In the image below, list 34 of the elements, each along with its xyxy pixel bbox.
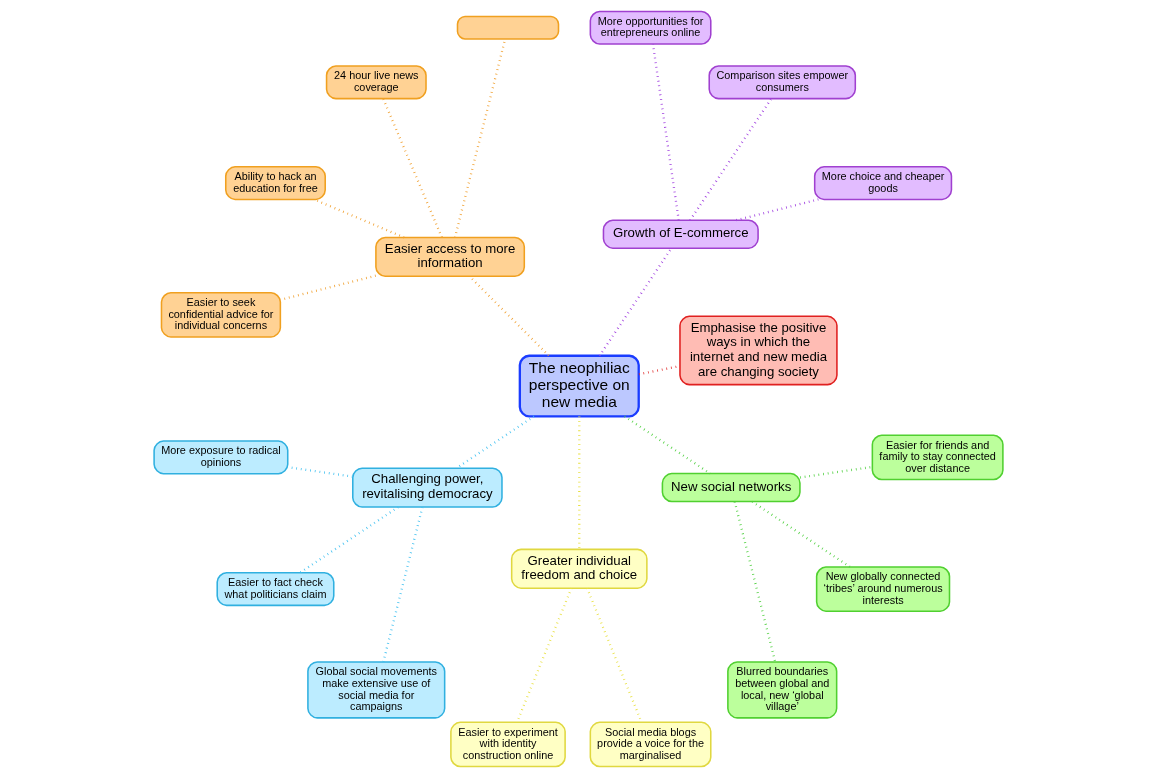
node-box: Easier for friends and family to stay connected over distance [871,434,1004,481]
node-box: New social networks [661,472,801,503]
connector [733,501,776,663]
node-box: Challenging power, revitalising democracy [351,467,503,508]
node-box: Easier to seek confidential advice for individual concerns [160,291,281,338]
node-box [456,15,559,40]
node-box: Growth of E-commerce [602,219,759,249]
connector [651,44,680,221]
node-box: Greater individual freedom and choice [510,548,648,589]
connector [751,500,850,568]
connector [279,274,376,301]
node-box: More exposure to radical opinions [152,440,289,475]
node-box: Easier to fact check what politicians claim [215,572,335,607]
node-box: Social media blogs provide a voice for the marginalised [589,721,712,768]
connector [577,416,580,550]
node-box: More choice and cheaper goods [813,166,952,201]
node-box: Easier to experiment with identity construction online [449,721,566,768]
connector [381,98,443,238]
connector [799,465,872,479]
node-box: The neophiliac perspective on new media [518,354,640,418]
node-box: Blurred boundaries between global and local, new ‘global village’ [726,661,837,719]
connector [298,506,399,574]
node-box: 24 hour live news coverage [325,65,427,100]
node-box: More opportunities for entrepreneurs online [589,10,712,45]
node-box: Emphasise the positive ways in which the internet and new media are changing society [678,315,838,386]
node-box: Easier access to more information [374,236,525,278]
connector [381,507,423,662]
connector [598,247,672,357]
connector [735,198,819,222]
node-box: New globally connected ‘tribes’ around numerous interests [815,566,950,612]
node-box: Comparison sites empower consumers [707,65,856,100]
node-box: Ability to hack an education for free [224,166,326,201]
connector [688,98,772,221]
node-box: Global social movements make extensive use of social media for campaigns [306,661,445,719]
